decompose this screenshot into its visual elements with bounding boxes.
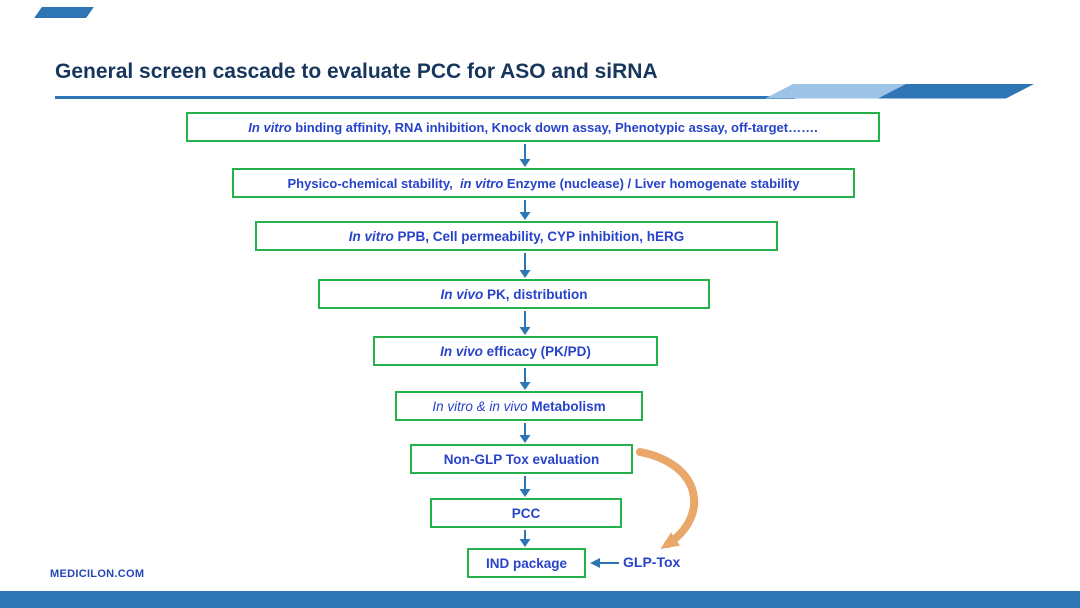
box-text-italic: In vivo xyxy=(440,343,483,359)
box-text-italic: In vitro xyxy=(248,119,292,135)
cascade-box-ppb-cyp-herg: In vitro PPB, Cell permeability, CYP inh… xyxy=(255,221,778,251)
box-text-italic: In vivo xyxy=(440,286,484,302)
cascade-box-efficacy: In vivo efficacy (PK/PD) xyxy=(373,336,658,366)
box-text: Physico-chemical stability, xyxy=(287,175,460,191)
title-underline-decoration-icon xyxy=(765,84,1034,99)
box-text: binding affinity, RNA inhibition, Knock … xyxy=(291,119,818,135)
left-arrow-icon xyxy=(590,558,619,568)
bottom-accent-bar xyxy=(0,591,1080,608)
cascade-box-pk-distribution: In vivo PK, distribution xyxy=(318,279,710,309)
box-text: IND package xyxy=(485,555,568,571)
box-text-italic: In vitro & in vivo xyxy=(432,398,528,414)
glp-tox-curved-arrow-icon xyxy=(636,448,699,549)
cascade-box-pcc: PCC xyxy=(430,498,622,528)
box-text: PCC xyxy=(511,505,541,521)
box-text: Non-GLP Tox evaluation xyxy=(443,451,600,467)
box-text-italic: In vitro xyxy=(348,228,394,244)
top-left-accent-bar xyxy=(34,7,94,18)
box-text: PPB, Cell permeability, CYP inhibition, … xyxy=(393,228,685,244)
footer-url: MEDICILON.COM xyxy=(50,568,145,580)
cascade-box-metabolism: In vitro & in vivo Metabolism xyxy=(395,391,643,421)
cascade-box-non-glp-tox: Non-GLP Tox evaluation xyxy=(410,444,633,474)
glp-tox-label: GLP-Tox xyxy=(623,554,681,570)
box-text: efficacy (PK/PD) xyxy=(482,343,591,359)
box-text: PK, distribution xyxy=(483,286,588,302)
page-title: General screen cascade to evaluate PCC f… xyxy=(55,60,658,83)
box-text: Metabolism xyxy=(527,398,606,414)
title-underline xyxy=(55,96,795,99)
cascade-box-ind-package: IND package xyxy=(467,548,586,578)
cascade-box-binding-affinity: In vitro binding affinity, RNA inhibitio… xyxy=(186,112,880,142)
cascade-box-stability: Physico-chemical stability, in vitro Enz… xyxy=(232,168,855,198)
box-text: Enzyme (nuclease) / Liver homogenate sta… xyxy=(503,175,800,191)
box-text-italic: in vitro xyxy=(459,175,504,191)
